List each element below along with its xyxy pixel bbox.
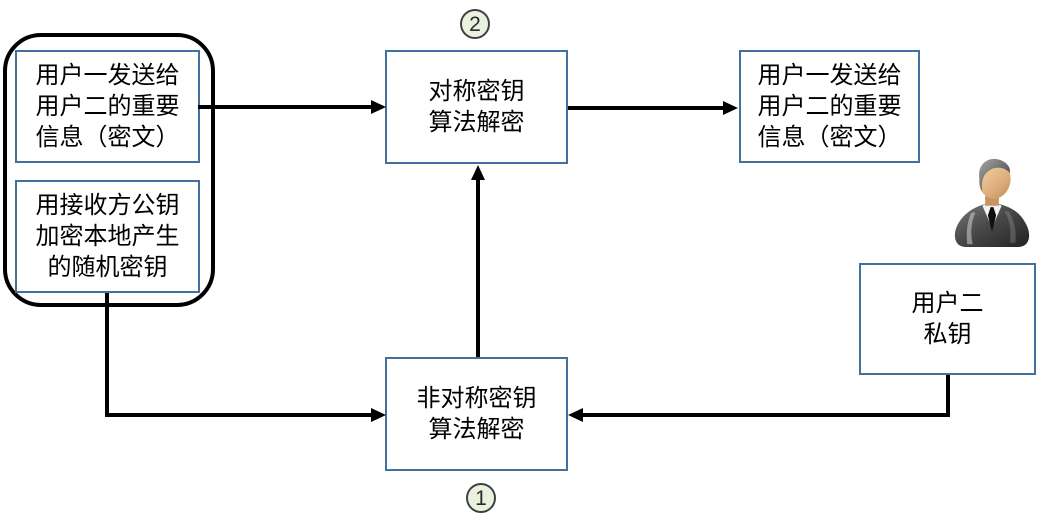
node-user2-private-key: 用户二 私钥 (859, 263, 1036, 375)
step-badge-1: 1 (466, 483, 496, 513)
hair-shape (979, 158, 1011, 192)
node-encrypted-random-key: 用接收方公钥 加密本地产生 的随机密钥 (15, 180, 200, 293)
arrow-key-left-to-asym (105, 293, 386, 422)
arrow-priv-to-asym (568, 375, 950, 422)
node-asymmetric-key-decrypt: 非对称密钥 算法解密 (385, 357, 568, 471)
step-badge-2: 2 (460, 9, 490, 39)
node-ciphertext-message-right: 用户一发送给 用户二的重要 信息（密文） (739, 50, 920, 163)
node-ciphertext-message-left: 用户一发送给 用户二的重要 信息（密文） (15, 50, 200, 163)
arrow-asym-to-sym (471, 165, 485, 357)
node-symmetric-key-decrypt: 对称密钥 算法解密 (385, 50, 568, 164)
user-businessman-icon (954, 158, 1030, 247)
arrow-sym-to-msg-right (568, 101, 738, 115)
arrow-msg-left-to-sym (198, 100, 386, 114)
